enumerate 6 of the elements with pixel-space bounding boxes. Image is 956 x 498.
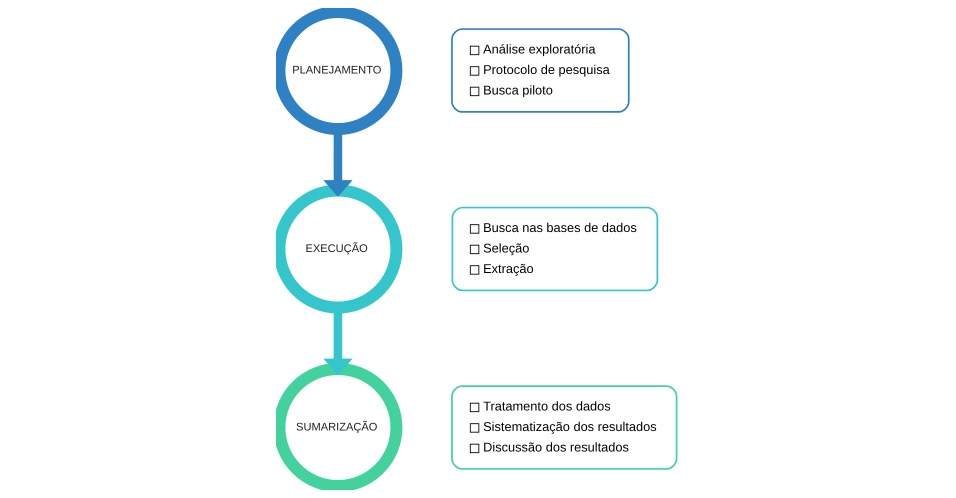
node-circle: EXECUÇÃO	[276, 184, 402, 314]
node-box: Análise exploratória Protocolo de pesquisa Busca piloto	[451, 28, 630, 113]
node-box: Tratamento dos dados Sistematização dos resultados Discussão dos resultados	[451, 385, 678, 470]
node-box: Busca nas bases de dados Seleção Extração	[452, 206, 658, 292]
node-circle: SUMARIZAÇÃO	[276, 363, 402, 490]
node-circle: PLANEJAMENTO	[276, 8, 402, 135]
